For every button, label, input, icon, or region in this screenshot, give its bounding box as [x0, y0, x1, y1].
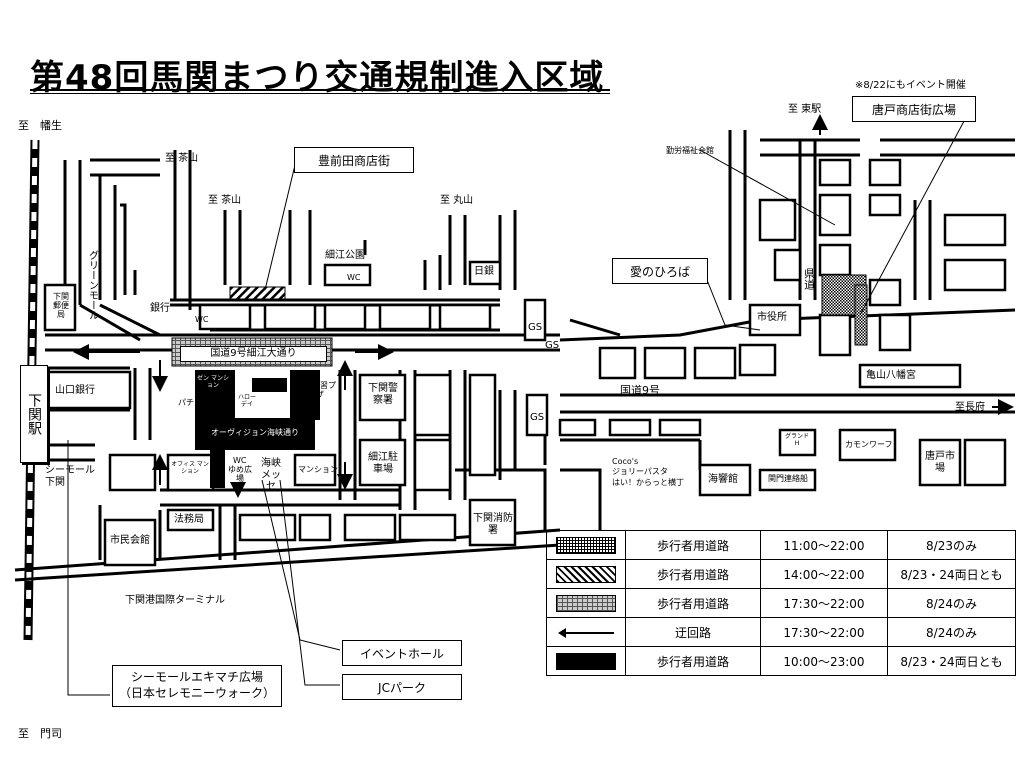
legend-time: 10:00〜23:00: [760, 646, 888, 676]
legend-date: 8/23のみ: [887, 530, 1016, 560]
label-post-office: 下関郵便局: [53, 292, 69, 320]
label-hosoe-park: 細江公園: [325, 250, 365, 261]
label-kaikyokan: 海響館: [708, 474, 738, 485]
legend-name: 歩行者用道路: [625, 559, 761, 589]
callout-karato-plaza: 唐戸商店街広場: [852, 96, 976, 122]
direction-higashieki: 至 東駅: [788, 104, 822, 115]
callout-seamall-line2: （日本セレモニーウォーク）: [118, 686, 275, 700]
legend-date: 8/24のみ: [887, 617, 1016, 647]
direction-moji: 至 門司: [18, 727, 62, 740]
label-kaikyo-messe: 海峡メッセ: [261, 458, 281, 492]
label-route9: 国道9号: [620, 384, 660, 397]
callout-seamall-line1: シーモールエキマチ広場: [130, 670, 263, 685]
label-fire-station: 下関消防署: [473, 513, 513, 536]
label-kanmon-ferry: 関門連絡船: [768, 474, 808, 483]
title-underline: [30, 89, 610, 91]
label-bank: 銀行: [150, 303, 170, 314]
label-orvision: オーヴィジョン海峡通り: [211, 428, 299, 437]
label-gs-2: GS: [545, 340, 560, 351]
label-yamaguchi-bank: 山口銀行: [55, 385, 95, 396]
label-youme: ゆめ広場: [228, 465, 252, 484]
legend-name: 歩行者用道路: [625, 646, 761, 676]
direction-maruyama: 至 丸山: [440, 195, 474, 206]
legend-name: 迂回路: [625, 617, 761, 647]
page-title: 第48回馬関まつり交通規制進入区域: [30, 58, 605, 98]
legend-time: 14:00〜22:00: [760, 559, 888, 589]
direction-chofu: 至長府: [955, 402, 985, 413]
city-blocks: [43, 158, 1007, 567]
legend-time: 17:30〜22:00: [760, 617, 888, 647]
legend-name: 歩行者用道路: [625, 530, 761, 560]
label-wc-1: WC: [195, 315, 209, 324]
label-roudou: 勤労福祉会館: [666, 146, 714, 155]
label-route9-hosoe: 国道9号細江大通り: [180, 346, 327, 362]
label-police: 下関警察署: [368, 383, 398, 406]
legend-date: 8/23・24両日とも: [887, 559, 1016, 589]
legend-swatch-cell: [546, 559, 626, 589]
title-underline-thin: [30, 93, 610, 94]
label-coco: Coco's ジョリーパスタ はい！からっと横丁: [612, 457, 684, 488]
detour-arrows: [73, 114, 1014, 498]
detour-arrow-icon: [558, 627, 614, 638]
label-gs-3: GS: [530, 412, 545, 423]
label-green-mall: グリーンモール: [86, 250, 98, 320]
legend-name: 歩行者用道路: [625, 588, 761, 618]
label-mansion: マンション: [298, 465, 338, 474]
road-network: [14, 130, 1016, 582]
station-shimonoseki: 下関駅: [20, 365, 48, 463]
direction-chayama-mid: 至 茶山: [208, 195, 242, 206]
legend-time: 11:00〜22:00: [760, 530, 888, 560]
label-wc-3: WC: [233, 456, 247, 465]
callout-buzen: 豊前田商店街: [294, 147, 414, 173]
label-hosoe-parking: 細江駐車場: [368, 452, 398, 475]
label-zen-mansion: ゼン マンション: [197, 375, 229, 389]
legend-date: 8/24のみ: [887, 588, 1016, 618]
legend-pattern-diag: [556, 565, 616, 583]
callout-event-hall: イベントホール: [342, 640, 462, 666]
event-note: ※8/22にもイベント開催: [855, 80, 966, 91]
label-wc-2: WC: [347, 273, 361, 282]
label-kendo: 県道: [802, 268, 816, 290]
label-pachinko: パチンコ: [178, 398, 210, 407]
label-coco-line2: ジョリーパスタ: [612, 467, 668, 477]
label-terminal: 下関港国際ターミナル: [125, 595, 225, 606]
label-seikatsu-plaza: 生涯学習プラザ: [296, 381, 336, 400]
legend-swatch-cell: [546, 530, 626, 560]
legend-pattern-black: [556, 652, 616, 670]
label-shimin-kaikan: 市民会館: [110, 535, 150, 546]
label-grand: グランド H: [784, 433, 809, 447]
legend-pattern-brick: [556, 594, 616, 612]
legend-time: 17:30〜22:00: [760, 588, 888, 618]
label-karato-market: 唐戸市場: [925, 451, 955, 474]
label-nichigin: 日銀: [474, 266, 494, 277]
legend-swatch-cell: [546, 617, 626, 647]
label-homukyoku: 法務局: [174, 514, 204, 525]
label-coco-line1: Coco's: [612, 457, 639, 466]
legend-swatch-cell: [546, 646, 626, 676]
label-office-mansion: オフィス マンション: [171, 461, 209, 475]
callout-seamall-plaza: シーモールエキマチ広場 （日本セレモニーウォーク）: [112, 665, 282, 707]
legend-swatch-cell: [546, 588, 626, 618]
leader-lines: [67, 109, 971, 696]
label-hello-day: ハロー デイ: [236, 394, 258, 409]
label-shiyakusho: 市役所: [757, 312, 787, 323]
legend-date: 8/23・24両日とも: [887, 646, 1016, 676]
callout-jc-park: JCパーク: [342, 674, 462, 700]
legend-pattern-grid: [556, 536, 616, 554]
label-kameyama: 亀山八幡宮: [866, 370, 916, 381]
label-coco-line3: はい！からっと横丁: [612, 477, 684, 487]
direction-chayama-top: 至 茶山: [165, 153, 199, 164]
label-camon-wharf: カモンワーフ: [845, 440, 893, 449]
label-gs-1: GS: [528, 322, 543, 333]
direction-hatabu: 至 幡生: [18, 119, 62, 132]
callout-ai-hiroba: 愛のひろば: [612, 258, 708, 284]
label-seamall: シーモール下関: [45, 465, 95, 488]
